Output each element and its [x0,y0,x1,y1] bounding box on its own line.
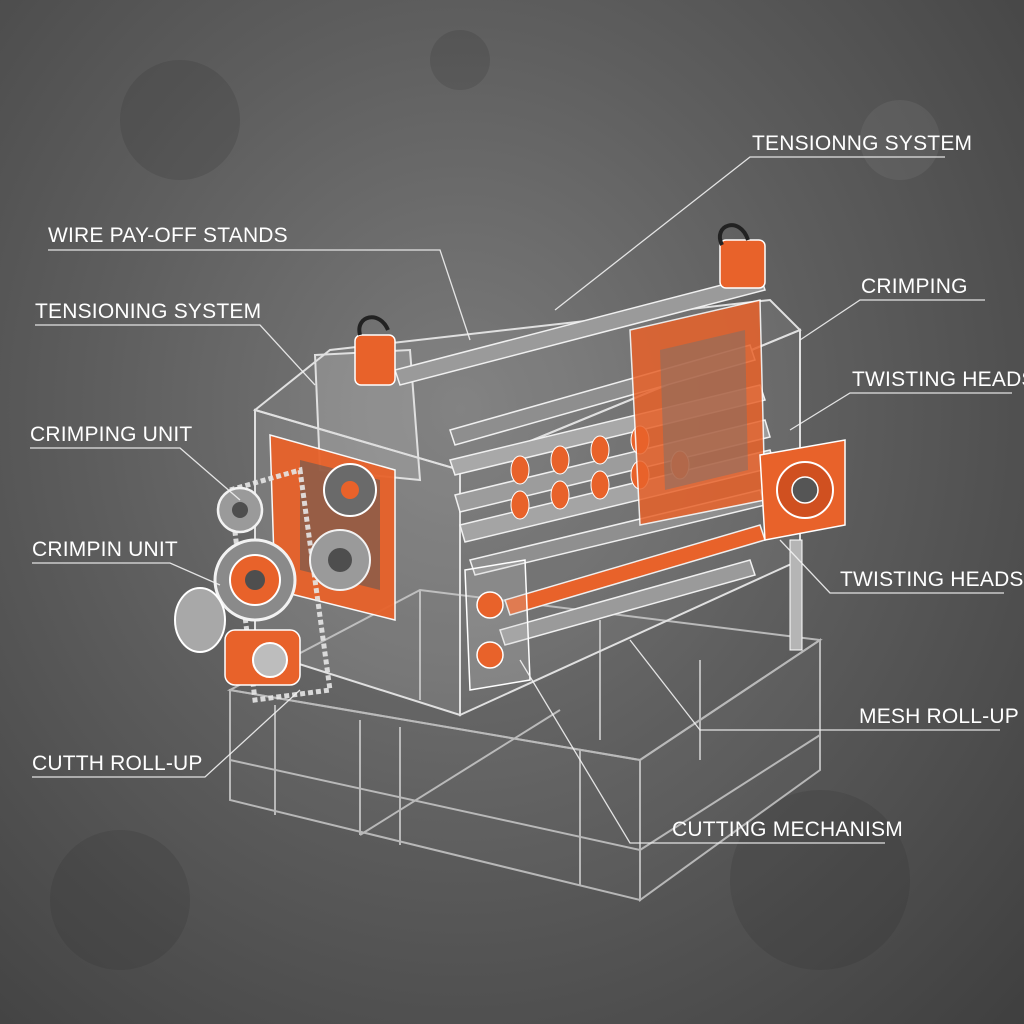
leader-crimping-right [799,299,985,341]
label-tensioning-system-top: TENSIONNG SYSTEM [752,132,972,155]
label-twisting-heads-lower: TWISTING HEADS [840,568,1024,591]
leader-cutth-rollup [32,689,301,778]
label-wire-payoff-stands: WIRE PAY-OFF STANDS [48,224,288,247]
base-frame [226,588,823,902]
background-texture [50,30,940,970]
label-tensioning-system-left: TENSIONING SYSTEM [35,300,261,323]
leader-lines [30,156,1012,844]
leader-crimpin-unit [32,562,221,586]
label-twisting-heads-upper: TWISTING HEADS [852,368,1024,391]
label-cutting-mechanism: CUTTING MECHANISM [672,818,903,841]
machine [174,223,846,902]
right-orange-block [629,299,766,526]
leader-twisting-lower [779,539,1004,594]
twisting-head-flange [759,439,846,651]
leader-twisting-upper [789,392,1012,431]
label-mesh-roll-up: MESH ROLL-UP [859,705,1019,728]
leader-tensioning-top [554,156,945,311]
leader-tensioning-left [35,324,316,386]
top-motors [354,223,766,386]
front-gear-drive [174,466,371,703]
label-cutth-roll-up: CUTTH ROLL-UP [32,752,203,775]
label-crimping: CRIMPING [861,275,968,298]
label-crimpin-unit: CRIMPIN UNIT [32,538,178,561]
cutting-block [464,559,531,691]
leader-mesh-rollup [629,639,1000,731]
leader-wire-payoff [48,249,471,341]
labels: TENSIONNG SYSTEM WIRE PAY-OFF STANDS TEN… [30,132,1024,841]
leader-crimping-unit [30,447,241,501]
label-crimping-unit: CRIMPING UNIT [30,423,192,446]
leader-cutting-mechanism [519,659,885,844]
